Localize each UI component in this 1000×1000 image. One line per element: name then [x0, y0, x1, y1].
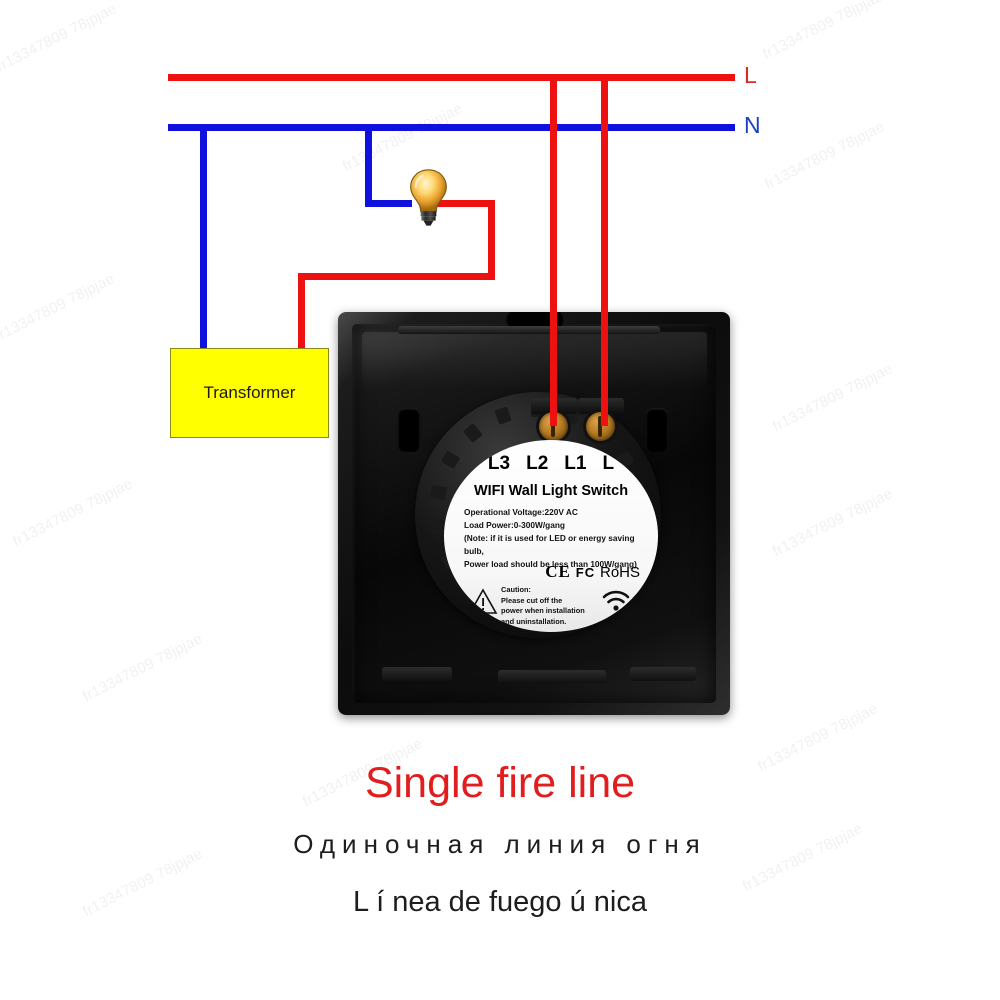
mount-slot [398, 408, 420, 452]
live-branch-to-terminal-l2 [550, 74, 557, 426]
rohs-mark: RoHS [599, 564, 640, 581]
wifi-icon [602, 590, 630, 611]
mount-slot [646, 408, 668, 452]
caution-line-2: power when installation [501, 606, 585, 616]
caution-text: Caution: Please cut off the power when i… [501, 585, 585, 628]
ce-mark: CE [545, 562, 571, 581]
switch-gloss-highlight [362, 332, 707, 388]
neutral-drop-to-bulb [365, 124, 372, 204]
terminal-l2: L2 [526, 453, 549, 474]
caution-heading: Caution: [501, 585, 531, 594]
fc-mark: FC [575, 565, 596, 580]
watermark: fr13347809 78jpjae [760, 0, 886, 64]
live-bus-horizontal [168, 74, 735, 81]
transformer-box: Transformer [170, 348, 329, 438]
caption-spanish: L í nea de fuego ú nica [353, 886, 647, 919]
frame-tab [398, 326, 660, 334]
frame-tab [630, 667, 696, 681]
live-drop-to-terminal-l [601, 74, 608, 426]
caution-line-3: and uninstallation. [501, 617, 567, 627]
caption-english: Single fire line [364, 759, 636, 807]
caption-russian: Одиночная линия огня [293, 829, 707, 860]
terminal-l1: L1 [564, 453, 587, 474]
frame-tab [498, 670, 606, 683]
gear-tooth [494, 406, 512, 425]
terminal-l: L [602, 453, 615, 474]
terminal-markings: L3 L2 L1 L [444, 453, 658, 475]
terminal-l3: L3 [487, 453, 511, 474]
neutral-drop-to-transformer [200, 124, 207, 356]
bulb-out-run [437, 200, 495, 207]
wire-label-live: L [744, 62, 757, 88]
spec-list: Operational Voltage:220V AC Load Power:0… [464, 506, 650, 571]
watermark: fr13347809 78jpjae [770, 360, 896, 436]
product-name: WIFI Wall Light Switch [473, 483, 629, 499]
frame-tab [382, 667, 452, 681]
watermark: fr13347809 78jpjae [0, 0, 120, 76]
neutral-run-to-bulb [365, 200, 412, 207]
spec-voltage: Operational Voltage:220V AC [464, 507, 578, 517]
terminal-screw [586, 412, 615, 441]
light-bulb-icon [410, 169, 447, 226]
watermark: fr13347809 78jpjae [340, 100, 466, 176]
watermark: fr13347809 78jpjae [762, 118, 888, 194]
neutral-bus-horizontal [168, 124, 735, 131]
transformer-label: Transformer [203, 383, 296, 402]
watermark: fr13347809 78jpjae [10, 475, 136, 551]
caution-line-1: Please cut off the [501, 595, 563, 605]
spec-note-line1: (Note: if it is used for LED or energy s… [464, 533, 635, 557]
spec-note-line2: Power load should be less than 100W/gang… [464, 559, 637, 570]
bulb-out-drop [488, 200, 495, 280]
switch-to-transformer-run [298, 273, 495, 280]
watermark: fr13347809 78jpjae [80, 630, 206, 706]
certification-marks: CE FC RoHS [444, 562, 640, 582]
wire-label-neutral: N [744, 112, 761, 138]
product-label: L3 L2 L1 L WIFI Wall Light Switch Operat… [444, 440, 658, 632]
watermark: fr13347809 78jpjae [770, 485, 896, 561]
warning-triangle-icon [468, 588, 498, 614]
transformer-live-drop [298, 273, 305, 356]
caption-block: Single fire line Одиночная линия огня L … [0, 759, 1000, 919]
spec-load-power: Load Power:0-300W/gang [464, 520, 565, 531]
watermark: fr13347809 78jpjae [0, 270, 118, 346]
